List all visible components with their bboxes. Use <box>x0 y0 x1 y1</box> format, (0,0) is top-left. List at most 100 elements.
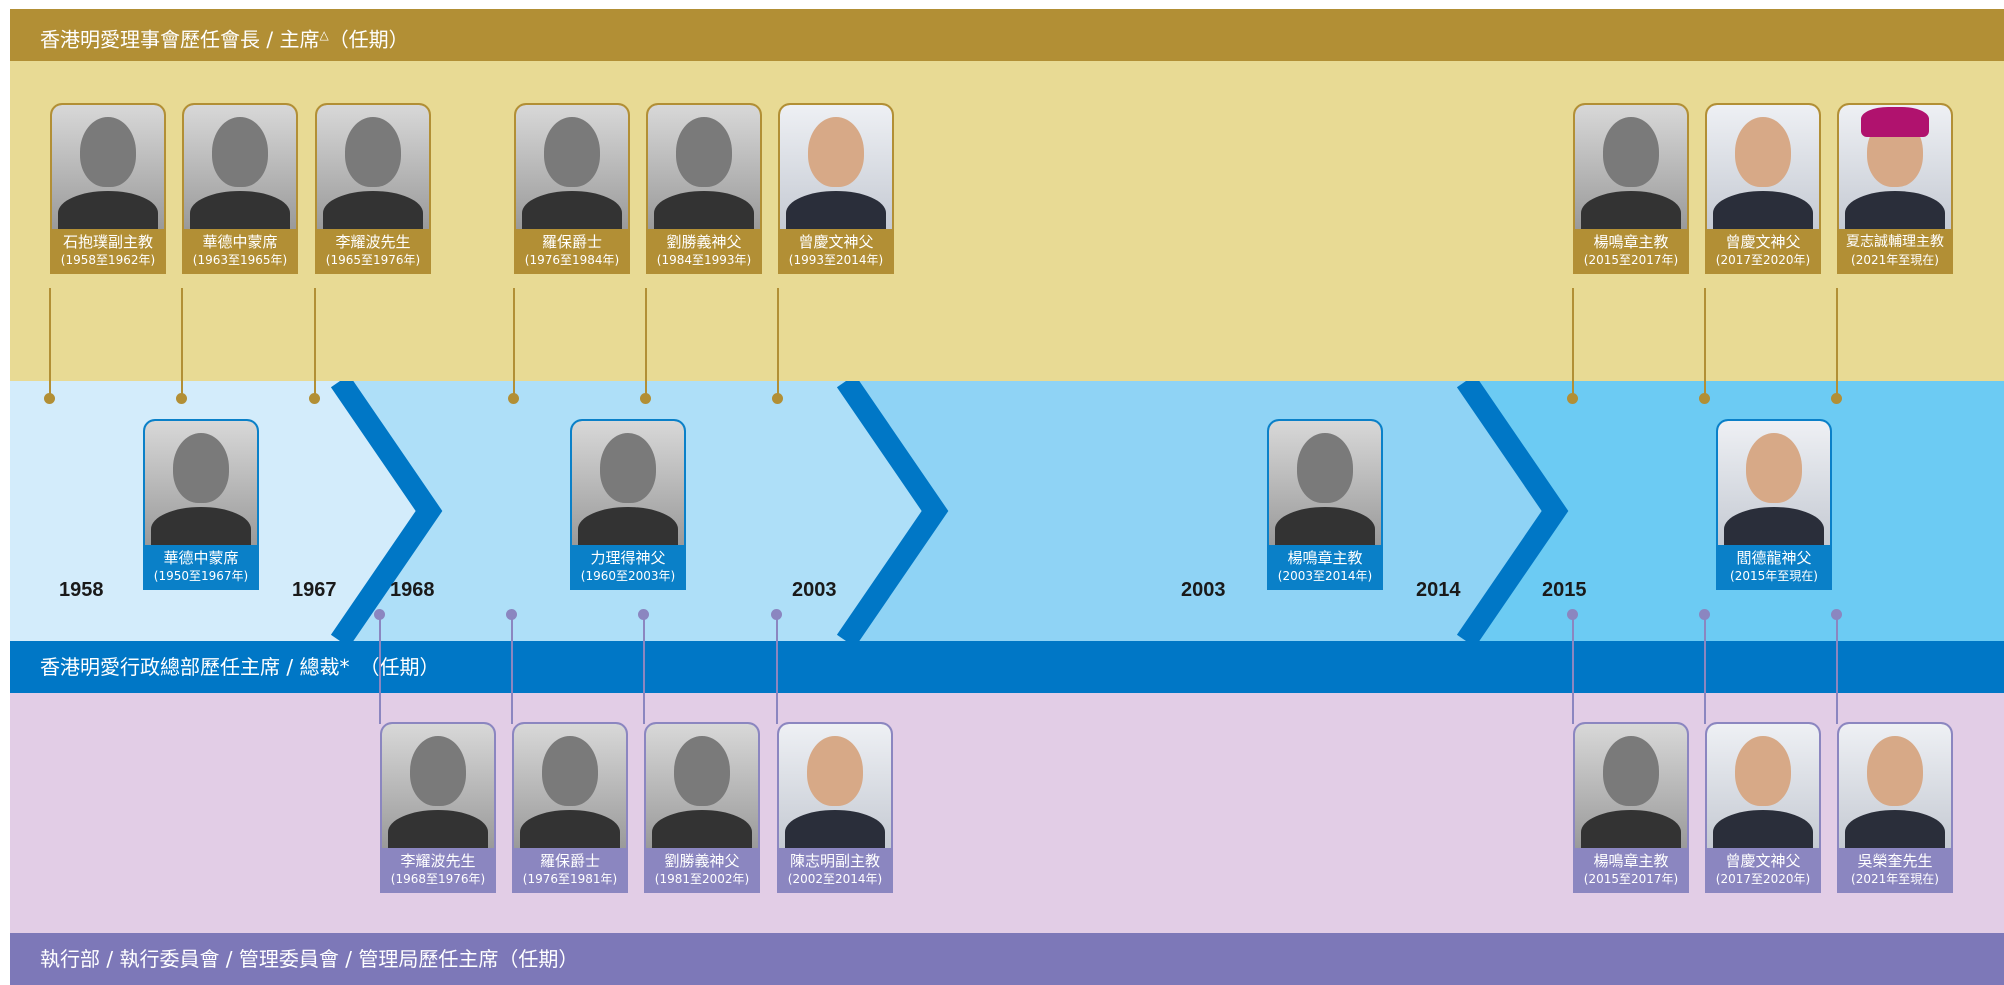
member-term: (1993至2014年) <box>788 253 884 267</box>
member-term: (2017至2020年) <box>1715 253 1811 267</box>
member-name: 羅保爵士 <box>541 233 602 251</box>
chevron-arrow-2 <box>836 381 949 641</box>
member-name: 李耀波先生 <box>400 852 476 870</box>
board-header: 香港明愛理事會歷任會長 / 主席△（任期） <box>10 9 2004 61</box>
member-term: (2002至2014年) <box>787 872 883 886</box>
board-connector-line <box>777 288 779 398</box>
member-name: 曾慶文神父 <box>1725 852 1801 870</box>
board-header-mark: △ <box>319 28 329 42</box>
member-name: 楊鳴章主教 <box>1593 233 1669 251</box>
member-term: (1984至1993年) <box>656 253 752 267</box>
exec-chair-card: 吳榮奎先生 (2021年至現在) <box>1837 722 1953 893</box>
member-term: (1950至1967年) <box>153 569 249 583</box>
exec-chair-card: 李耀波先生 (1968至1976年) <box>380 722 496 893</box>
admin-head-card: 閻德龍神父 (2015年至現在) <box>1716 419 1832 590</box>
member-name: 曾慶文神父 <box>1725 233 1801 251</box>
member-name: 楊鳴章主教 <box>1287 549 1363 567</box>
member-term: (1981至2002年) <box>654 872 750 886</box>
exec-connector-line <box>776 614 778 724</box>
exec-connector-line <box>1572 614 1574 724</box>
member-term: (2015至2017年) <box>1583 872 1679 886</box>
board-member-card: 李耀波先生 (1965至1976年) <box>315 103 431 274</box>
portrait-photo <box>780 105 892 229</box>
member-term: (2021年至現在) <box>1851 872 1939 886</box>
board-timeline-dot <box>1699 393 1710 404</box>
board-header-title: 香港明愛理事會歷任會長 / 主席 <box>40 27 320 52</box>
member-term: (2017至2020年) <box>1715 872 1811 886</box>
board-timeline-dot <box>309 393 320 404</box>
member-term: (2015至2017年) <box>1583 253 1679 267</box>
exec-chair-card: 劉勝義神父 (1981至2002年) <box>644 722 760 893</box>
member-name: 楊鳴章主教 <box>1593 852 1669 870</box>
admin-head-card: 華德中蒙席 (1950至1967年) <box>143 419 259 590</box>
admin-header: 香港明愛行政總部歷任主席 / 總裁* （任期） <box>10 641 2004 693</box>
exec-header: 執行部 / 執行委員會 / 管理委員會 / 管理局歷任主席（任期） <box>10 933 2004 985</box>
timeline-year: 2003 <box>1181 579 1226 601</box>
exec-timeline-dot <box>1567 609 1578 620</box>
member-name: 華德中蒙席 <box>163 549 239 567</box>
member-term: (2003至2014年) <box>1277 569 1373 583</box>
member-term: (1960至2003年) <box>580 569 676 583</box>
member-term: (1976至1984年) <box>524 253 620 267</box>
timeline-band <box>10 381 2004 641</box>
exec-timeline-dot <box>771 609 782 620</box>
member-name: 閻德龍神父 <box>1736 549 1812 567</box>
mitre-icon <box>1861 107 1929 137</box>
member-term: (1963至1965年) <box>192 253 288 267</box>
portrait-photo <box>1707 724 1819 848</box>
timeline-year: 2003 <box>792 579 837 601</box>
timeline-year: 2015 <box>1542 579 1587 601</box>
exec-timeline-dot <box>506 609 517 620</box>
timeline-chevrons <box>10 381 2004 641</box>
portrait-photo <box>572 421 684 545</box>
member-name: 劉勝義神父 <box>666 233 742 251</box>
portrait-photo <box>382 724 494 848</box>
board-member-card: 曾慶文神父 (1993至2014年) <box>778 103 894 274</box>
exec-chair-card: 陳志明副主教 (2002至2014年) <box>777 722 893 893</box>
portrait-photo <box>1707 105 1819 229</box>
timeline-year: 1968 <box>390 579 435 601</box>
member-name: 石抱璞副主教 <box>62 233 153 251</box>
admin-head-card: 楊鳴章主教 (2003至2014年) <box>1267 419 1383 590</box>
board-connector-line <box>49 288 51 398</box>
exec-chair-card: 楊鳴章主教 (2015至2017年) <box>1573 722 1689 893</box>
board-member-card: 曾慶文神父 (2017至2020年) <box>1705 103 1821 274</box>
board-member-card: 羅保爵士 (1976至1984年) <box>514 103 630 274</box>
exec-chair-card: 曾慶文神父 (2017至2020年) <box>1705 722 1821 893</box>
exec-connector-line <box>379 614 381 724</box>
exec-timeline-dot <box>374 609 385 620</box>
chevron-arrow-3 <box>1456 381 1569 641</box>
board-member-card: 夏志誠輔理主教 (2021年至現在) <box>1837 103 1953 274</box>
member-name: 李耀波先生 <box>335 233 411 251</box>
board-connector-line <box>645 288 647 398</box>
chevron-arrow-1 <box>330 381 443 641</box>
portrait-photo <box>184 105 296 229</box>
board-connector-line <box>181 288 183 398</box>
board-timeline-dot <box>1831 393 1842 404</box>
board-member-card: 華德中蒙席 (1963至1965年) <box>182 103 298 274</box>
board-connector-line <box>1836 288 1838 398</box>
exec-connector-line <box>643 614 645 724</box>
portrait-photo <box>1269 421 1381 545</box>
member-name: 曾慶文神父 <box>798 233 874 251</box>
exec-connector-line <box>1836 614 1838 724</box>
portrait-photo <box>779 724 891 848</box>
member-name: 夏志誠輔理主教 <box>1846 234 1944 250</box>
member-term: (1965至1976年) <box>325 253 421 267</box>
member-name: 羅保爵士 <box>539 852 600 870</box>
board-connector-line <box>1704 288 1706 398</box>
member-name: 華德中蒙席 <box>202 233 278 251</box>
member-term: (2021年至現在) <box>1851 253 1939 267</box>
member-name: 吳榮奎先生 <box>1857 852 1933 870</box>
exec-chair-card: 羅保爵士 (1976至1981年) <box>512 722 628 893</box>
member-name: 陳志明副主教 <box>789 852 880 870</box>
exec-timeline-dot <box>1699 609 1710 620</box>
timeline-year: 1967 <box>292 579 337 601</box>
member-term: (1958至1962年) <box>60 253 156 267</box>
board-timeline-dot <box>640 393 651 404</box>
board-timeline-dot <box>508 393 519 404</box>
portrait-photo <box>1575 724 1687 848</box>
member-term: (1968至1976年) <box>390 872 486 886</box>
exec-connector-line <box>511 614 513 724</box>
member-name: 力理得神父 <box>590 549 666 567</box>
